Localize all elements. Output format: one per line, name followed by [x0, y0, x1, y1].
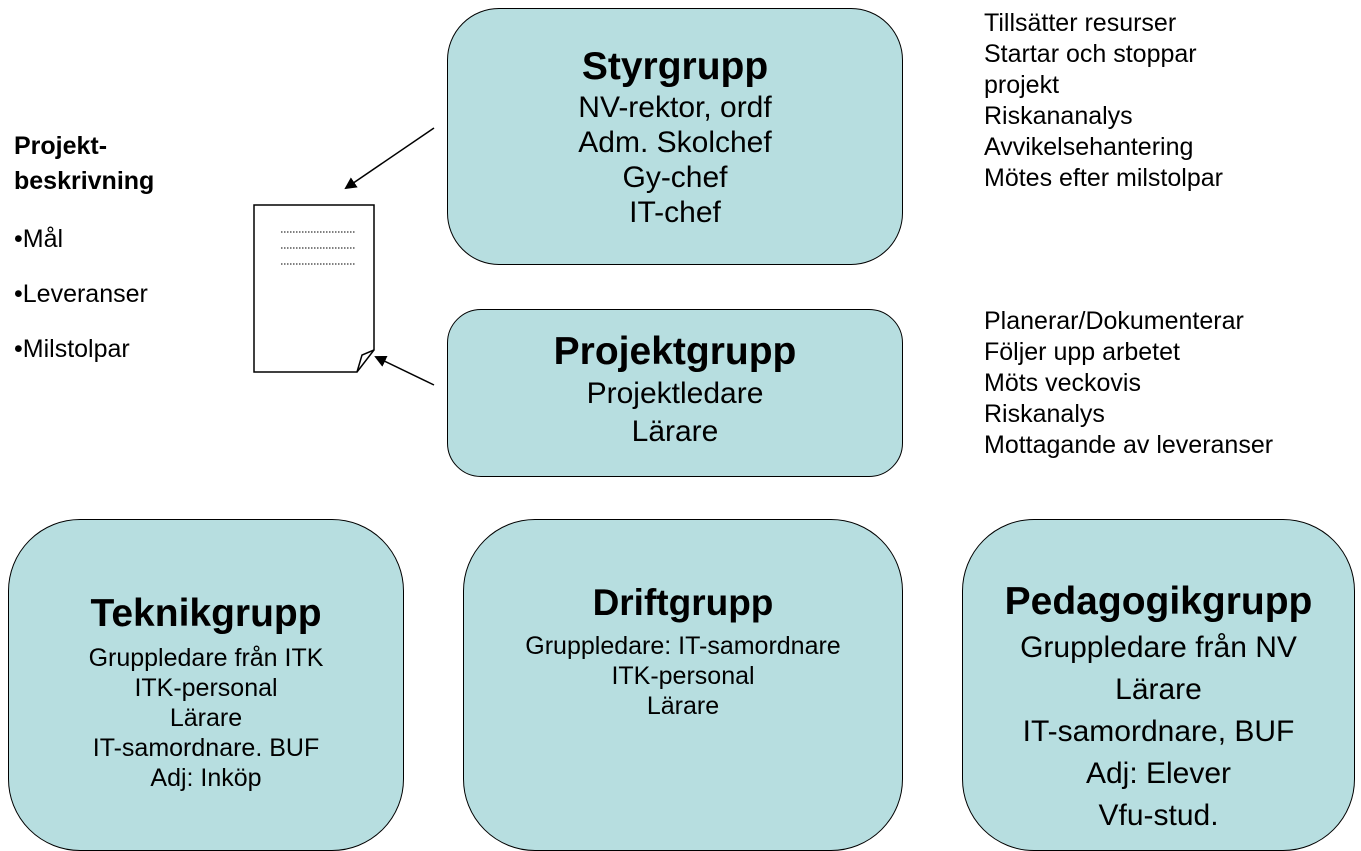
teknikgrupp-box: Teknikgrupp Gruppledare från ITK ITK-per…: [8, 519, 404, 851]
duty: Planerar/Dokumenterar: [984, 307, 1244, 335]
teknikgrupp-title: Teknikgrupp: [90, 592, 322, 635]
driftgrupp-title: Driftgrupp: [592, 582, 774, 623]
projektgrupp-box: Projektgrupp Projektledare Lärare: [447, 309, 903, 477]
item-label: Mål: [22, 225, 64, 253]
bullet: •: [14, 225, 23, 253]
projektbeskrivning-heading-2: beskrivning: [14, 167, 155, 195]
item-label: Milstolpar: [22, 335, 130, 363]
member: Lärare: [169, 703, 243, 732]
member: Projektledare: [586, 376, 764, 410]
duty: Tillsätter resurser: [984, 9, 1177, 37]
member: IT-samordnare. BUF: [92, 733, 320, 762]
member: Vfu-stud.: [1098, 798, 1219, 832]
arrow-projektgrupp-to-document: [374, 355, 435, 386]
member: Lärare: [631, 414, 719, 448]
member: IT-chef: [629, 195, 721, 229]
duty: Startar och stoppar: [984, 40, 1197, 68]
member: Lärare: [1115, 672, 1202, 706]
duty: Mottagande av leveranser: [984, 431, 1274, 459]
duty: Riskanalys: [984, 400, 1105, 428]
styrgrupp-box: Styrgrupp NV-rektor, ordf Adm. Skolchef …: [447, 8, 903, 265]
projektgrupp-duties: Planerar/Dokumenterar Följer upp arbetet…: [984, 306, 1273, 461]
pedagogikgrupp-box: Pedagogikgrupp Gruppledare från NV Lärar…: [962, 519, 1355, 851]
member: Gruppledare från ITK: [88, 643, 324, 672]
projektbeskrivning-item: •Mål: [14, 224, 154, 254]
document-icon: [253, 204, 375, 373]
member: ITK-personal: [611, 661, 755, 690]
duty: Mötes efter milstolpar: [984, 164, 1223, 192]
duty: Avvikelsehantering: [984, 133, 1194, 161]
member: Adj: Elever: [1085, 756, 1232, 790]
styrgrupp-duties: Tillsätter resurser Startar och stoppar …: [984, 8, 1223, 194]
styrgrupp-title: Styrgrupp: [581, 45, 769, 88]
projektbeskrivning-item: •Leveranser: [14, 279, 154, 309]
projektbeskrivning-item: •Milstolpar: [14, 334, 154, 364]
projektbeskrivning-heading-1: Projekt-: [14, 132, 108, 160]
duty: Riskananalys: [984, 102, 1133, 130]
bullet: •: [14, 335, 23, 363]
member: Adm. Skolchef: [578, 125, 772, 159]
arrow-styrgrupp-to-document: [344, 127, 435, 190]
driftgrupp-box: Driftgrupp Gruppledare: IT-samordnare IT…: [463, 519, 903, 851]
item-label: Leveranser: [22, 280, 148, 308]
projektbeskrivning-section: Projekt- beskrivning •Mål •Leveranser •M…: [14, 129, 154, 364]
member: ITK-personal: [134, 673, 278, 702]
member: IT-samordnare, BUF: [1022, 714, 1295, 748]
member: Gy-chef: [622, 160, 728, 194]
member: NV-rektor, ordf: [578, 90, 772, 124]
member: Gruppledare från NV: [1020, 630, 1297, 664]
duty: projekt: [984, 71, 1060, 99]
pedagogikgrupp-title: Pedagogikgrupp: [1004, 580, 1313, 623]
bullet: •: [14, 280, 23, 308]
member: Gruppledare: IT-samordnare: [525, 631, 841, 660]
member: Lärare: [646, 691, 720, 720]
duty: Möts veckovis: [984, 369, 1141, 397]
projektgrupp-title: Projektgrupp: [553, 330, 797, 373]
member: Adj: Inköp: [150, 763, 262, 792]
duty: Följer upp arbetet: [984, 338, 1180, 366]
